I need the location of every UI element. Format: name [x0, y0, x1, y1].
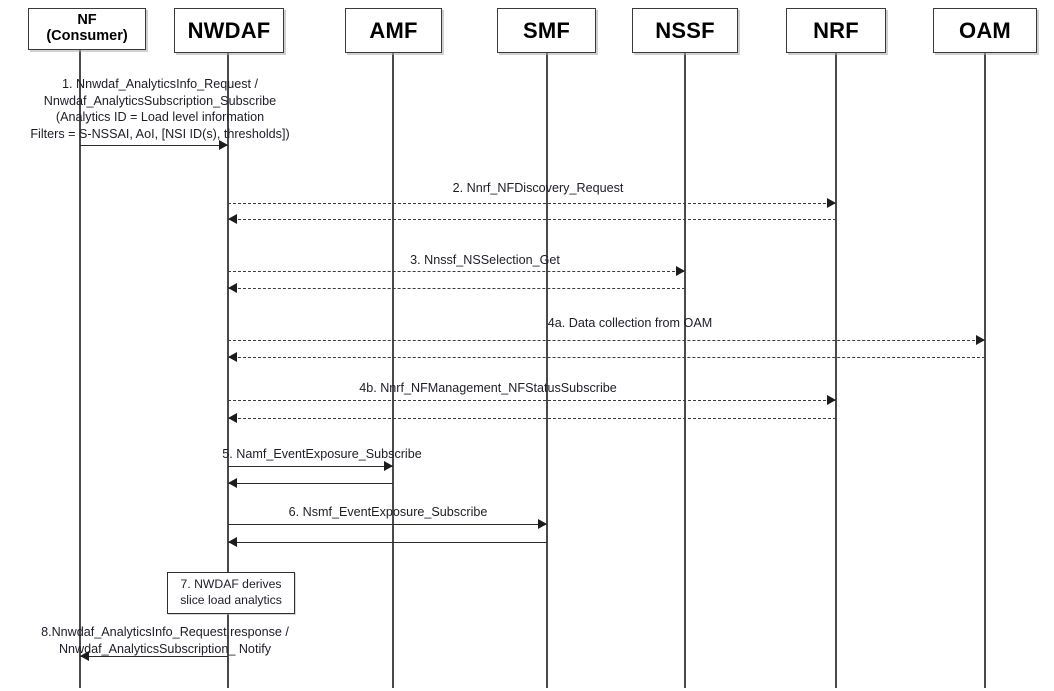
- msg-2-label: 2. Nnrf_NFDiscovery_Request: [452, 181, 624, 195]
- msg-3-response-line-arrowhead: [228, 282, 237, 293]
- msg-6-response-line: [228, 542, 547, 543]
- msg-4b-label: 4b. Nnrf_NFManagement_NFStatusSubscribe: [359, 381, 617, 395]
- lifeline-nwdaf: [227, 53, 229, 688]
- msg-4a-response-line: [228, 357, 985, 358]
- msg-5-response-line: [228, 483, 393, 484]
- actor-box-nwdaf[interactable]: NWDAF: [174, 8, 284, 53]
- msg-4b-request-line-arrowhead: [827, 394, 836, 405]
- actor-label-nssf: NSSF: [655, 17, 715, 43]
- msg-6-response-line-arrowhead: [228, 536, 237, 547]
- msg-2-response-line: [228, 219, 836, 220]
- msg-8-line-arrowhead: [80, 650, 89, 661]
- actor-box-smf[interactable]: SMF: [497, 8, 596, 53]
- lifeline-nrf: [835, 53, 837, 688]
- msg-4a-label: 4a. Data collection from OAM: [547, 316, 713, 330]
- msg-8-label: 8.Nnwdaf_AnalyticsInfo_Request response …: [41, 625, 289, 656]
- msg-5-label: 5. Namf_EventExposure_Subscribe: [222, 447, 422, 461]
- actor-label-amf: AMF: [369, 17, 418, 43]
- lifeline-smf: [546, 53, 548, 688]
- actor-box-oam[interactable]: OAM: [933, 8, 1037, 53]
- lifeline-oam: [984, 53, 986, 688]
- lifeline-nf: [79, 50, 81, 688]
- msg-5-response-line-arrowhead: [228, 477, 237, 488]
- msg-6-label: 6. Nsmf_EventExposure_Subscribe: [288, 505, 488, 519]
- lifeline-nssf: [684, 53, 686, 688]
- msg-1-line: [80, 145, 228, 146]
- actor-label-nwdaf: NWDAF: [187, 17, 271, 43]
- msg-2-request-line: [228, 203, 836, 204]
- actor-box-nrf[interactable]: NRF: [786, 8, 886, 53]
- actor-box-nf[interactable]: NF (Consumer): [28, 8, 146, 50]
- note-7-processing-box: 7. NWDAF derives slice load analytics: [167, 572, 295, 614]
- actor-label-oam: OAM: [959, 17, 1011, 43]
- msg-6-request-line-arrowhead: [538, 518, 547, 529]
- actor-label-smf: SMF: [522, 17, 571, 43]
- msg-6-request-line: [228, 524, 547, 525]
- actor-box-amf[interactable]: AMF: [345, 8, 442, 53]
- actor-box-nssf[interactable]: NSSF: [632, 8, 738, 53]
- msg-4a-request-line: [228, 340, 985, 341]
- msg-5-request-line: [228, 466, 393, 467]
- msg-3-label: 3. Nnssf_NSSelection_Get: [410, 253, 560, 267]
- msg-8-line: [80, 656, 228, 657]
- msg-3-response-line: [228, 288, 685, 289]
- actor-label-nrf: NRF: [813, 17, 859, 43]
- msg-1-label: 1. Nnwdaf_AnalyticsInfo_Request / Nnwdaf…: [30, 77, 290, 141]
- actor-label-nf: NF (Consumer): [46, 12, 128, 44]
- msg-2-request-line-arrowhead: [827, 197, 836, 208]
- msg-4b-response-line: [228, 418, 836, 419]
- msg-4a-request-line-arrowhead: [976, 334, 985, 345]
- msg-5-request-line-arrowhead: [384, 460, 393, 471]
- msg-4b-response-line-arrowhead: [228, 412, 237, 423]
- msg-2-response-line-arrowhead: [228, 213, 237, 224]
- msg-1-line-arrowhead: [219, 139, 228, 150]
- lifeline-amf: [392, 53, 394, 688]
- msg-3-request-line: [228, 271, 685, 272]
- msg-4b-request-line: [228, 400, 836, 401]
- msg-3-request-line-arrowhead: [676, 265, 685, 276]
- msg-4a-response-line-arrowhead: [228, 351, 237, 362]
